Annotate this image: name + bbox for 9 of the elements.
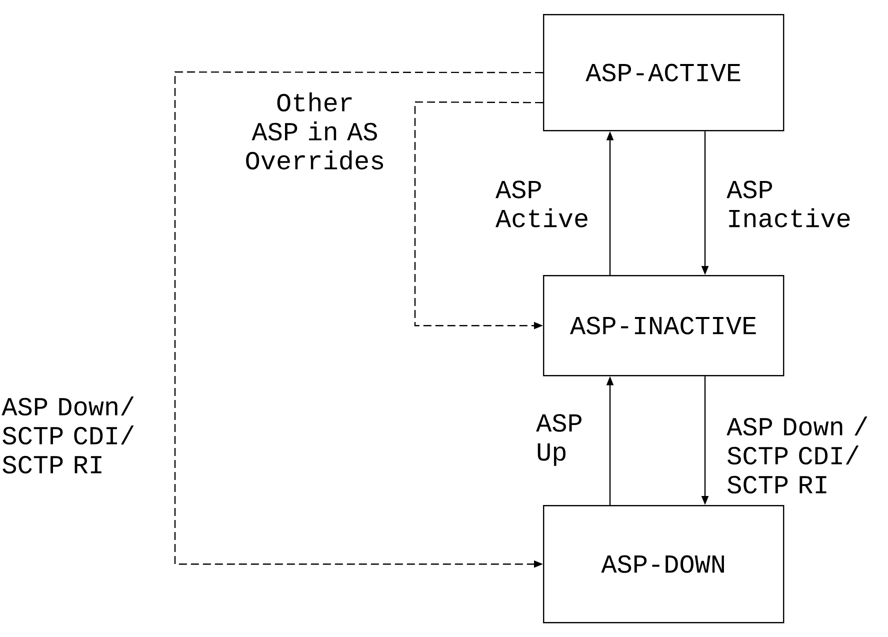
edge-label: ASP Inactive (726, 180, 854, 228)
edge-label: ASP Down/ SCTP CDI/ SCTP RI (0, 395, 144, 475)
edge-label: ASP Up (535, 413, 592, 467)
state-box: ASP-INACTIVE (543, 275, 784, 376)
state-box: ASP-DOWN (543, 505, 784, 624)
edge-label: ASP Active (494, 180, 592, 228)
state-box: ASP-ACTIVE (543, 14, 784, 132)
edge-label: ASP Down / SCTP CDI/ SCTP RI (726, 415, 885, 495)
edge-label: Other ASP in AS Overrides (243, 91, 387, 171)
